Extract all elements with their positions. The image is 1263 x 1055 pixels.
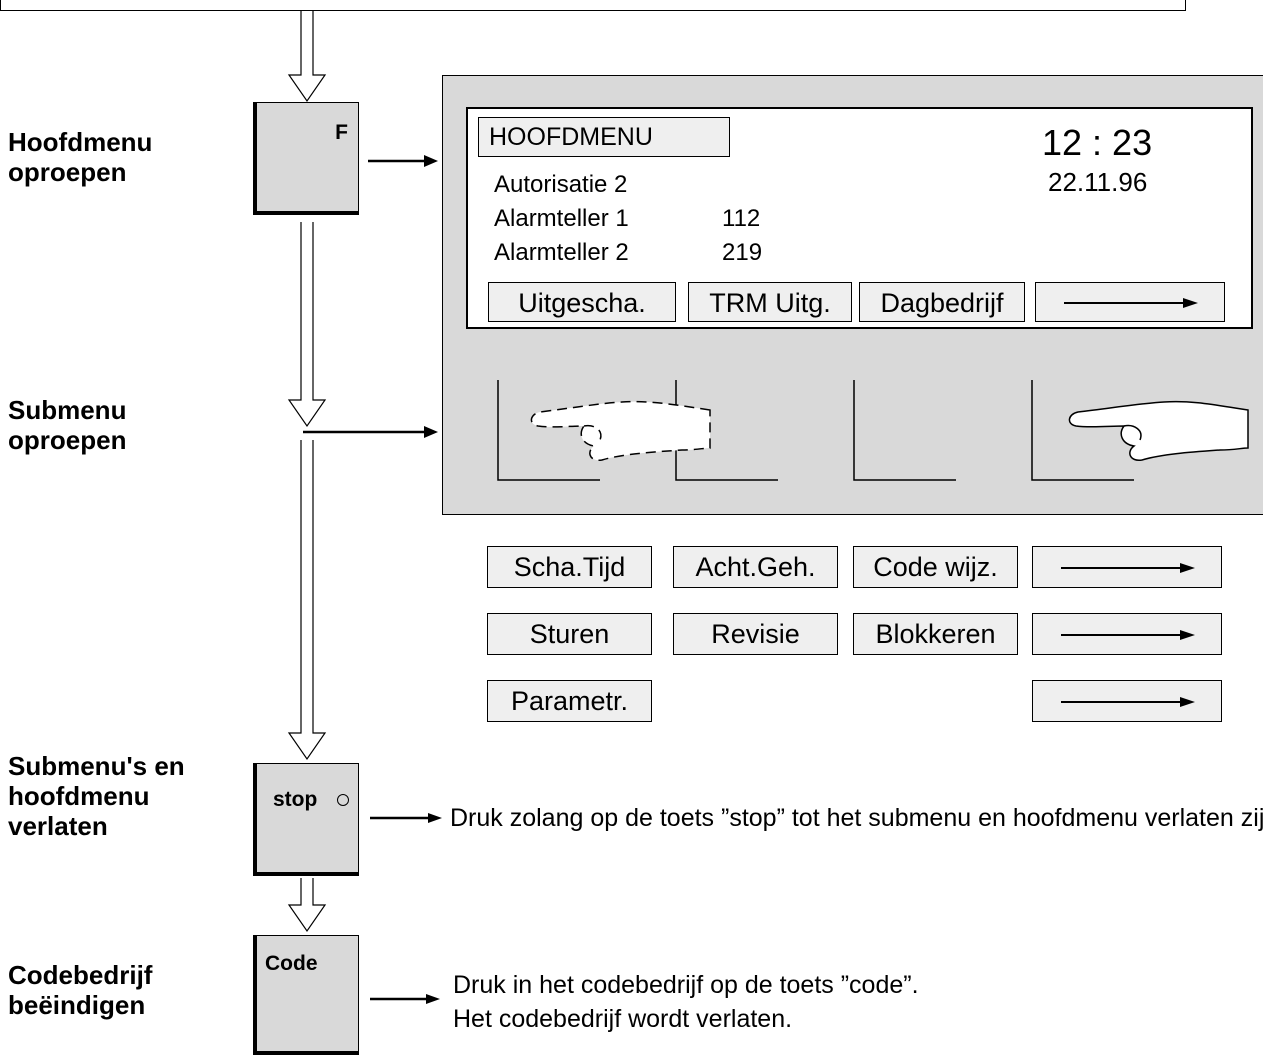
f-key[interactable]: F [253, 102, 359, 215]
submenu-button-parametr: Parametr. [487, 680, 652, 722]
lcd-screen: HOOFDMENU 12 : 23 22.11.96 Autorisatie 2… [466, 107, 1253, 329]
flow-arrow-3 [287, 440, 327, 761]
flow-arrow-1 [287, 10, 327, 103]
clock-date: 22.11.96 [1048, 167, 1148, 197]
submenu-button-revisie: Revisie [673, 613, 838, 655]
clock-time: 12 : 23 [1042, 122, 1153, 163]
submenu-button-acht-geh: Acht.Geh. [673, 546, 838, 588]
step-label-submenu: Submenu oproepen [8, 395, 127, 455]
menu-title-box: HOOFDMENU [478, 117, 730, 157]
next-arrow-icon [1061, 697, 1195, 707]
arrowhead-stop [428, 813, 442, 823]
arrowhead-submenu [424, 426, 438, 438]
step-label-code-end: Codebedrijf beëindigen [8, 960, 153, 1020]
softkey-1 [497, 380, 600, 481]
code-description-line-2: Het codebedrijf wordt verlaten. [453, 1005, 793, 1033]
code-key-label: Code [265, 952, 318, 975]
alarm-counter-1-label: Alarmteller 1 [494, 205, 629, 232]
stop-description: Druk zolang op de toets ”stop” tot het s… [450, 804, 1263, 832]
submenu-button-blokkeren: Blokkeren [853, 613, 1018, 655]
code-description-line-1: Druk in het codebedrijf op de toets ”cod… [453, 971, 919, 999]
f-key-label: F [335, 121, 348, 144]
submenu-button-next-2 [1032, 613, 1222, 655]
submenu-button-code-wijz: Code wijz. [853, 546, 1018, 588]
pointing-hand-icon [1068, 400, 1249, 461]
softkeys-area [497, 380, 1249, 481]
alarm-counter-2-label: Alarmteller 2 [494, 239, 629, 266]
authorization-line: Autorisatie 2 [494, 171, 628, 198]
menu-title: HOOFDMENU [489, 123, 653, 151]
next-arrow-icon [1061, 630, 1195, 640]
softkey-4 [1031, 380, 1134, 481]
stop-key[interactable]: stop [253, 763, 359, 876]
stop-key-label: stop [273, 788, 318, 811]
submenu-button-next-3 [1032, 680, 1222, 722]
arrowhead-f [424, 155, 438, 167]
top-frame [0, 0, 1186, 11]
step-label-main-menu: Hoofdmenu oproepen [8, 127, 153, 187]
softkey-label-1: Uitgescha. [488, 282, 676, 322]
softkey-3 [853, 380, 956, 481]
submenu-button-next-1 [1032, 546, 1222, 588]
softkey-label-next [1035, 282, 1225, 322]
stop-led-icon [337, 794, 349, 806]
next-arrow-icon [1064, 298, 1198, 308]
next-arrow-icon [1061, 563, 1195, 573]
arrowhead-code [426, 994, 440, 1004]
pointing-hand-dashed-icon [530, 400, 711, 461]
softkey-label-3: Dagbedrijf [859, 282, 1025, 322]
alarm-counter-2-value: 219 [722, 239, 763, 266]
alarm-counter-1-value: 112 [722, 205, 761, 232]
submenu-button-scha-tijd: Scha.Tijd [487, 546, 652, 588]
softkey-label-2: TRM Uitg. [688, 282, 852, 322]
step-label-exit: Submenu's en hoofdmenu verlaten [8, 751, 185, 841]
code-key[interactable]: Code [253, 935, 359, 1055]
flow-arrow-4 [287, 878, 327, 933]
submenu-button-sturen: Sturen [487, 613, 652, 655]
flow-arrow-2 [287, 222, 327, 428]
